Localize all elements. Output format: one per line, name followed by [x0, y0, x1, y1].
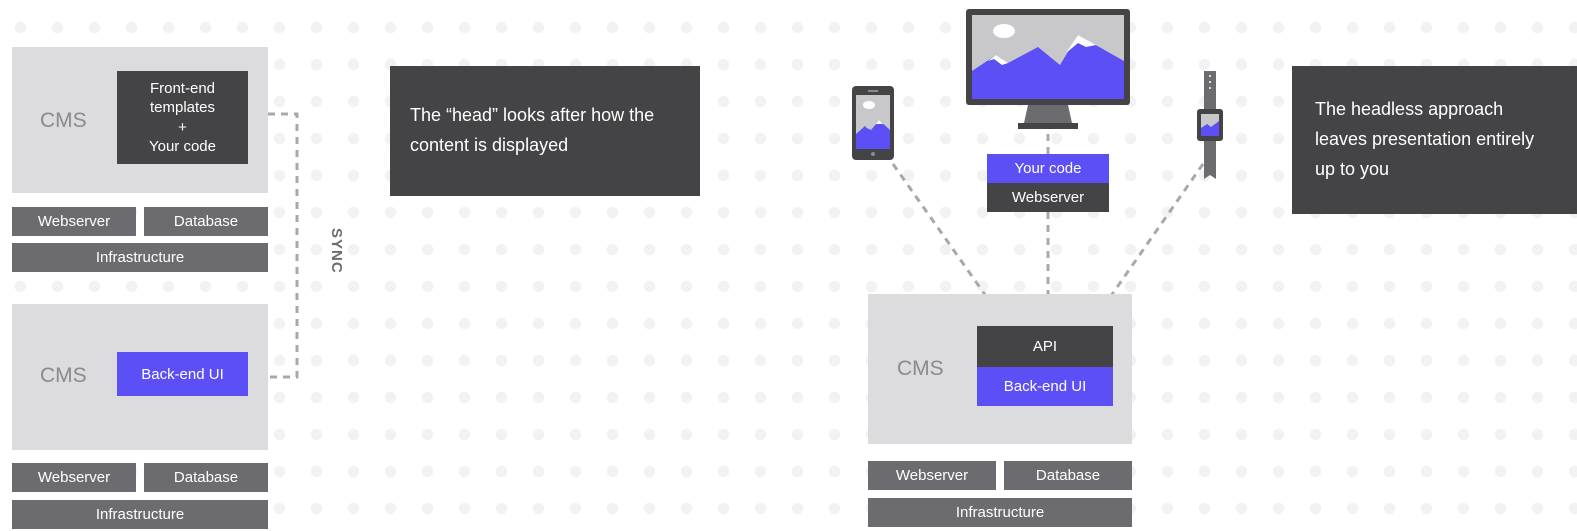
left-callout-text: The “head” looks after how the content i… — [410, 105, 655, 155]
phone-icon — [852, 86, 894, 160]
right-api-box: API — [977, 326, 1113, 367]
left-bottom-cms-label: CMS — [40, 364, 87, 387]
right-database: Database — [1004, 461, 1132, 490]
left-top-webserver: Webserver — [12, 207, 136, 236]
right-cms-label: CMS — [897, 357, 944, 380]
right-webserver: Webserver — [868, 461, 996, 490]
right-backend-ui-box: Back-end UI — [977, 367, 1113, 406]
left-top-infrastructure: Infrastructure — [12, 243, 268, 272]
left-backend-ui-box: Back-end UI — [117, 352, 248, 396]
left-bottom-infrastructure: Infrastructure — [12, 500, 268, 529]
right-webserver-top: Webserver — [987, 183, 1109, 212]
right-callout-text: The headless approach leaves presentatio… — [1315, 99, 1535, 179]
smartwatch-icon — [1197, 71, 1223, 179]
left-top-database: Database — [144, 207, 268, 236]
left-top-cms-label: CMS — [40, 109, 87, 132]
left-callout: The “head” looks after how the content i… — [390, 66, 700, 196]
monitor-icon — [966, 9, 1130, 129]
left-bottom-database: Database — [144, 463, 268, 492]
right-your-code: Your code — [987, 154, 1109, 183]
frontend-templates-label: Front-end templates + Your code — [148, 80, 216, 155]
left-bottom-webserver: Webserver — [12, 463, 136, 492]
right-infrastructure: Infrastructure — [868, 498, 1132, 527]
sync-label: SYNC — [328, 228, 345, 274]
right-callout: The headless approach leaves presentatio… — [1292, 66, 1577, 214]
frontend-templates-box: Front-end templates + Your code — [117, 71, 248, 164]
